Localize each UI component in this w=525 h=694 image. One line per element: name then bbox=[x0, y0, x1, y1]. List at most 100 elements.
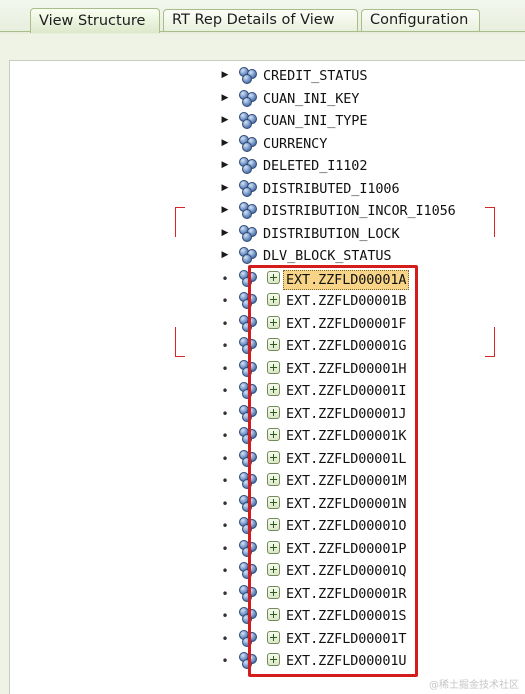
tree-node-label[interactable]: CUAN_INI_KEY bbox=[263, 90, 360, 107]
tree-node-extension[interactable]: •EXT.ZZFLD00001L bbox=[10, 448, 525, 470]
caret-right-icon[interactable]: ▶ bbox=[221, 205, 229, 215]
tree-node-label[interactable]: DISTRIBUTION_INCOR_I1056 bbox=[263, 203, 456, 219]
tree-node-label[interactable]: EXT.ZZFLD00001G bbox=[286, 338, 407, 354]
attribute-node-icon bbox=[239, 539, 258, 557]
caret-right-icon[interactable]: ▶ bbox=[221, 115, 229, 125]
caret-right-icon[interactable]: ▶ bbox=[221, 160, 229, 170]
tree-node-attribute[interactable]: ▶ DELETED_I1102 bbox=[10, 155, 525, 177]
tree-node-label[interactable]: EXT.ZZFLD00001Q bbox=[286, 563, 407, 579]
tree-node-extension[interactable]: • EXT.ZZFLD00001Q bbox=[10, 560, 525, 582]
plus-node-icon[interactable] bbox=[267, 450, 280, 464]
attribute-node-icon bbox=[239, 247, 258, 264]
tree-node-extension[interactable]: •EXT.ZZFLD00001T bbox=[10, 628, 525, 650]
tree-node-label[interactable]: EXT.ZZFLD00001O bbox=[286, 518, 407, 534]
tree-node-label[interactable]: DELETED_I1102 bbox=[263, 158, 368, 174]
tree-node-label[interactable]: EXT.ZZFLD00001H bbox=[286, 360, 407, 377]
caret-right-icon[interactable]: ▶ bbox=[221, 70, 229, 80]
attribute-node-icon bbox=[239, 269, 258, 287]
tree-node-attribute[interactable]: ▶ CREDIT_STATUS bbox=[10, 65, 525, 87]
tree-node-extension[interactable]: • EXT.ZZFLD00001S bbox=[10, 605, 525, 627]
bullet-icon: • bbox=[221, 429, 229, 443]
tree-node-label[interactable]: EXT.ZZFLD00001T bbox=[286, 630, 407, 647]
caret-right-icon[interactable]: ▶ bbox=[221, 227, 229, 238]
plus-node-icon[interactable] bbox=[267, 405, 280, 419]
plus-node-icon[interactable] bbox=[267, 585, 280, 599]
tree-node-label[interactable]: EXT.ZZFLD00001B bbox=[286, 293, 407, 309]
plus-node-icon[interactable] bbox=[267, 518, 280, 531]
tree-node-attribute[interactable]: ▶ DISTRIBUTION_LOCK bbox=[10, 223, 525, 245]
tree-node-extension[interactable]: •EXT.ZZFLD00001N bbox=[10, 493, 525, 515]
tree-node-label[interactable]: DISTRIBUTED_I1006 bbox=[263, 180, 400, 197]
plus-node-icon[interactable] bbox=[267, 338, 280, 351]
tab-rt-rep-details[interactable]: RT Rep Details of View bbox=[163, 9, 358, 31]
tree-node-attribute[interactable]: ▶ CUAN_INI_KEY bbox=[10, 88, 525, 110]
tree-node-extension[interactable]: •EXT.ZZFLD00001O bbox=[10, 515, 525, 537]
bullet-icon: • bbox=[221, 384, 229, 398]
plus-node-icon[interactable] bbox=[267, 495, 280, 509]
tree-node-label[interactable]: CUAN_INI_TYPE bbox=[263, 113, 368, 129]
bullet-icon: • bbox=[221, 564, 229, 578]
tree-node-label[interactable]: DISTRIBUTION_LOCK bbox=[263, 225, 400, 242]
tree-node-extension[interactable]: •EXT.ZZFLD00001J bbox=[10, 403, 525, 425]
tree-node-extension[interactable]: • EXT.ZZFLD00001B bbox=[10, 290, 525, 312]
attribute-node-icon bbox=[239, 202, 258, 219]
tree-node-label[interactable]: EXT.ZZFLD00001I bbox=[286, 383, 407, 399]
plus-node-icon[interactable] bbox=[267, 563, 280, 576]
tree-node-attribute[interactable]: ▶ CUAN_INI_TYPE bbox=[10, 110, 525, 132]
plus-node-icon[interactable] bbox=[267, 428, 280, 441]
tree-node-label[interactable]: EXT.ZZFLD00001S bbox=[286, 608, 407, 624]
plus-node-icon[interactable] bbox=[267, 315, 280, 329]
attribute-node-icon bbox=[239, 562, 258, 579]
tree-node-extension[interactable]: •EXT.ZZFLD00001M bbox=[10, 470, 525, 492]
tree-node-label[interactable]: CREDIT_STATUS bbox=[263, 68, 368, 84]
tree-node-label[interactable]: EXT.ZZFLD00001N bbox=[286, 495, 407, 512]
tab-view-structure[interactable]: View Structure bbox=[30, 8, 160, 33]
attribute-node-icon bbox=[239, 652, 258, 669]
view-structure-tree[interactable]: ▶ CREDIT_STATUS ▶ CUAN_INI_KEY ▶ CUAN_INI_TYP… bbox=[9, 60, 525, 694]
plus-node-icon[interactable] bbox=[267, 360, 280, 374]
plus-node-icon[interactable] bbox=[267, 383, 280, 396]
tree-node-label[interactable]: EXT.ZZFLD00001U bbox=[286, 653, 407, 669]
tree-node-extension[interactable]: •EXT.ZZFLD00001H bbox=[10, 358, 525, 380]
tree-node-label[interactable]: EXT.ZZFLD00001M bbox=[286, 473, 407, 489]
tree-node-label[interactable]: DLV_BLOCK_STATUS bbox=[263, 248, 392, 264]
tree-node-label[interactable]: EXT.ZZFLD00001K bbox=[286, 428, 407, 444]
tree-node-label[interactable]: EXT.ZZFLD00001A bbox=[283, 269, 410, 290]
tree-node-attribute[interactable]: ▶ DISTRIBUTED_I1006 bbox=[10, 178, 525, 200]
plus-node-icon[interactable] bbox=[267, 608, 280, 621]
tree-node-label[interactable]: CURRENCY bbox=[263, 135, 328, 152]
tree-node-label[interactable]: EXT.ZZFLD00001F bbox=[286, 315, 407, 332]
plus-node-icon[interactable] bbox=[267, 630, 280, 644]
tree-node-extension[interactable]: •EXT.ZZFLD00001P bbox=[10, 538, 525, 560]
attribute-node-icon bbox=[239, 67, 258, 84]
annotation-bracket-left-bottom bbox=[175, 327, 185, 357]
tree-node-label[interactable]: EXT.ZZFLD00001J bbox=[286, 405, 407, 422]
plus-node-icon[interactable] bbox=[267, 293, 280, 306]
plus-node-icon[interactable] bbox=[267, 270, 280, 284]
tree-node-extension[interactable]: •EXT.ZZFLD00001U bbox=[10, 650, 525, 672]
tree-node-extension[interactable]: •EXT.ZZFLD00001G bbox=[10, 335, 525, 357]
caret-right-icon[interactable]: ▶ bbox=[221, 92, 229, 103]
caret-right-icon[interactable]: ▶ bbox=[221, 137, 229, 148]
bullet-icon: • bbox=[221, 294, 229, 308]
tree-node-extension[interactable]: •EXT.ZZFLD00001A bbox=[10, 268, 525, 290]
plus-node-icon[interactable] bbox=[267, 473, 280, 486]
tree-node-label[interactable]: EXT.ZZFLD00001P bbox=[286, 540, 407, 557]
tab-configuration[interactable]: Configuration bbox=[361, 9, 480, 31]
attribute-node-icon bbox=[239, 337, 258, 354]
tree-node-extension[interactable]: •EXT.ZZFLD00001R bbox=[10, 583, 525, 605]
bullet-icon: • bbox=[221, 609, 229, 623]
tree-node-extension[interactable]: •EXT.ZZFLD00001F bbox=[10, 313, 525, 335]
caret-right-icon[interactable]: ▶ bbox=[221, 182, 229, 193]
plus-node-icon[interactable] bbox=[267, 653, 280, 666]
tree-node-label[interactable]: EXT.ZZFLD00001R bbox=[286, 585, 407, 602]
tree-node-attribute[interactable]: ▶ DISTRIBUTION_INCOR_I1056 bbox=[10, 200, 525, 222]
tree-node-extension[interactable]: • EXT.ZZFLD00001I bbox=[10, 380, 525, 402]
tree-node-label[interactable]: EXT.ZZFLD00001L bbox=[286, 450, 407, 467]
tree-node-extension[interactable]: • EXT.ZZFLD00001K bbox=[10, 425, 525, 447]
attribute-node-icon bbox=[239, 404, 258, 422]
caret-right-icon[interactable]: ▶ bbox=[221, 250, 229, 260]
tree-node-attribute[interactable]: ▶ CURRENCY bbox=[10, 133, 525, 155]
tree-node-attribute[interactable]: ▶ DLV_BLOCK_STATUS bbox=[10, 245, 525, 267]
plus-node-icon[interactable] bbox=[267, 540, 280, 554]
